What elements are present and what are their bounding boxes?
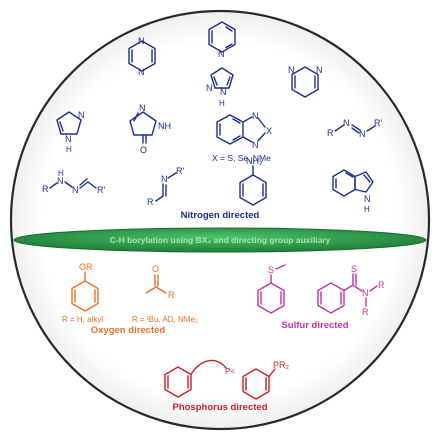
thioamide-s-label: S	[351, 264, 357, 274]
nitrogen-title: Nitrogen directed	[181, 210, 260, 221]
pyrazole-h-label: H	[219, 99, 225, 108]
pyridine-structure: N	[208, 21, 236, 59]
pyridine-n-label: N	[218, 49, 225, 59]
band-text: C-H borylation using BX₃ and directing g…	[110, 235, 331, 245]
phenol-structure: OR	[71, 262, 99, 312]
thioether-structure: S	[257, 264, 286, 314]
thioether-s-label: S	[268, 265, 274, 275]
phenol-r-note: R = H, alkyl	[62, 315, 103, 324]
phosphine-x-label: P<	[225, 367, 235, 376]
azo-n2-label: N	[359, 129, 366, 139]
pyrazole-structure: N N H	[206, 67, 234, 108]
imidazole-h-label: H	[66, 145, 72, 154]
hydrazone-n-label: N	[72, 185, 79, 195]
imidazolone-nh-label: NH	[158, 121, 171, 131]
ketone-r-note: R = ᵗBu, AD, NMe₂	[132, 315, 198, 324]
azo-n1-label: N	[343, 118, 350, 128]
indole-h-label: H	[364, 205, 370, 214]
pyrazine-structure: N N	[128, 36, 156, 77]
hydrazone-r2-label: R'	[97, 185, 105, 195]
pyrazole-n-label: N	[206, 83, 213, 93]
phosphorus-title: Phosphorus directed	[172, 402, 267, 413]
indole-structure: N H	[332, 169, 374, 214]
ketone-structure: O R	[145, 264, 175, 300]
imidazolone-o-label: O	[140, 145, 147, 155]
ketone-o-label: O	[152, 264, 159, 274]
benzothiadiazole-x-label: X	[266, 126, 272, 136]
pyrazole-nh-label: N	[220, 87, 227, 97]
imidazole-nh-label: N	[65, 134, 72, 144]
x-note-label: X = S, Se, NMe	[212, 153, 271, 163]
benzothiadiazole-n2-label: N	[252, 140, 259, 150]
imidazolone-n-label: N	[139, 103, 146, 113]
benzothiadiazole-n1-label: N	[252, 111, 259, 121]
equatorial-band	[13, 227, 427, 253]
hydrazone-h-label: H	[58, 169, 64, 178]
hydrazone-nh-label: N	[57, 176, 64, 186]
arylphosphine-structure: PR₂	[242, 360, 290, 400]
imine-n-label: N	[161, 174, 168, 184]
azo-structure: R N N R'	[327, 118, 382, 139]
ketone-r-label: R	[168, 290, 175, 300]
pyrazine-n1-label: N	[138, 36, 145, 46]
indole-n-label: N	[364, 194, 371, 204]
thioamide-n-label: N	[362, 288, 369, 298]
thioamide-structure: S N R R	[317, 264, 385, 317]
imidazole-n-label: N	[78, 110, 85, 120]
sulfur-title: Sulfur directed	[281, 320, 348, 331]
phenol-or-label: OR	[79, 262, 93, 272]
azo-r2-label: R'	[374, 118, 382, 128]
azo-r-label: R	[327, 128, 334, 138]
thioamide-r1-label: R	[378, 280, 385, 290]
oxygen-title: Oxygen directed	[91, 325, 166, 336]
aniline-nh2-label: NH₂	[246, 156, 263, 166]
pyrimidine-structure: N N	[288, 65, 323, 98]
hydrazone-r-label: R	[42, 184, 49, 194]
imine-structure: N R' R	[147, 166, 184, 207]
pr2-label: PR₂	[273, 360, 290, 370]
imine-r-label: R	[147, 197, 154, 207]
aniline-structure: NH₂	[239, 156, 267, 206]
thioamide-r2-label: R	[362, 307, 369, 317]
sphere-outline	[9, 9, 431, 431]
imidazolone-structure: N NH O	[129, 103, 171, 155]
imidazole-structure: N N H	[56, 110, 85, 154]
imine-r2-label: R'	[176, 166, 184, 176]
benzyl-phosphine-structure: P<	[164, 359, 235, 398]
pyrazine-n2-label: N	[138, 67, 145, 77]
pyrimidine-n1-label: N	[288, 65, 295, 75]
pyrimidine-n2-label: N	[316, 65, 323, 75]
hydrazone-structure: R N H N R'	[42, 169, 105, 195]
benzothiadiazole-structure: N N X X = S, Se, NMe	[212, 111, 272, 163]
